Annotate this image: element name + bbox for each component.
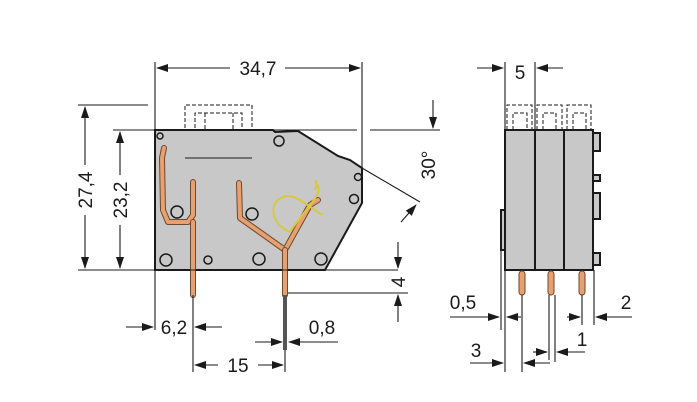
pins-front — [518, 270, 586, 296]
angle-label: 30° — [419, 151, 440, 180]
dim-pitch: 5 — [477, 62, 563, 130]
dim-angle: 30° — [273, 100, 440, 223]
pin-length-label: 4 — [389, 276, 410, 287]
pin-offset-label: 6,2 — [161, 318, 187, 339]
dim-pin-offset-front: 3 — [470, 295, 550, 372]
offset-left-label: 0,5 — [450, 293, 476, 314]
dim-pin-width: 1 — [533, 295, 587, 362]
dim-height-total: 27,4 — [76, 104, 398, 271]
pin-pitch-label: 15 — [227, 356, 248, 377]
height-body-label: 23,2 — [111, 182, 132, 219]
side-view: 34,7 27,4 23,2 30° 4 — [76, 59, 440, 377]
clamping-spring — [272, 180, 323, 234]
housing-front — [504, 129, 594, 271]
front-view: 5 0,5 3 1 2 — [450, 62, 632, 372]
dim-pin-pitch: 15 — [192, 350, 286, 377]
pin-offset-front-label: 3 — [471, 341, 482, 362]
dim-width: 34,7 — [154, 59, 363, 330]
dim-offset-left: 0,5 — [450, 250, 521, 372]
pin-width-label: 1 — [577, 330, 588, 351]
pitch-label: 5 — [515, 63, 526, 84]
dim-pin-length: 4 — [288, 242, 410, 322]
dim-pin-offset: 6,2 — [126, 318, 222, 339]
housing-side — [154, 129, 363, 271]
entry-outlines — [506, 104, 592, 130]
contact-2 — [236, 180, 323, 350]
dim-offset-right: 2 — [567, 270, 632, 325]
pin-thickness-label: 0,8 — [309, 318, 335, 339]
mounting-holes — [156, 132, 363, 267]
height-total-label: 27,4 — [76, 171, 97, 208]
dim-pin-thickness: 0,8 — [255, 318, 338, 346]
dim-height-body: 23,2 — [111, 129, 155, 269]
contact-1 — [159, 145, 196, 350]
latch-tab — [592, 132, 601, 152]
offset-right-label: 2 — [621, 293, 632, 314]
width-label: 34,7 — [240, 59, 277, 80]
